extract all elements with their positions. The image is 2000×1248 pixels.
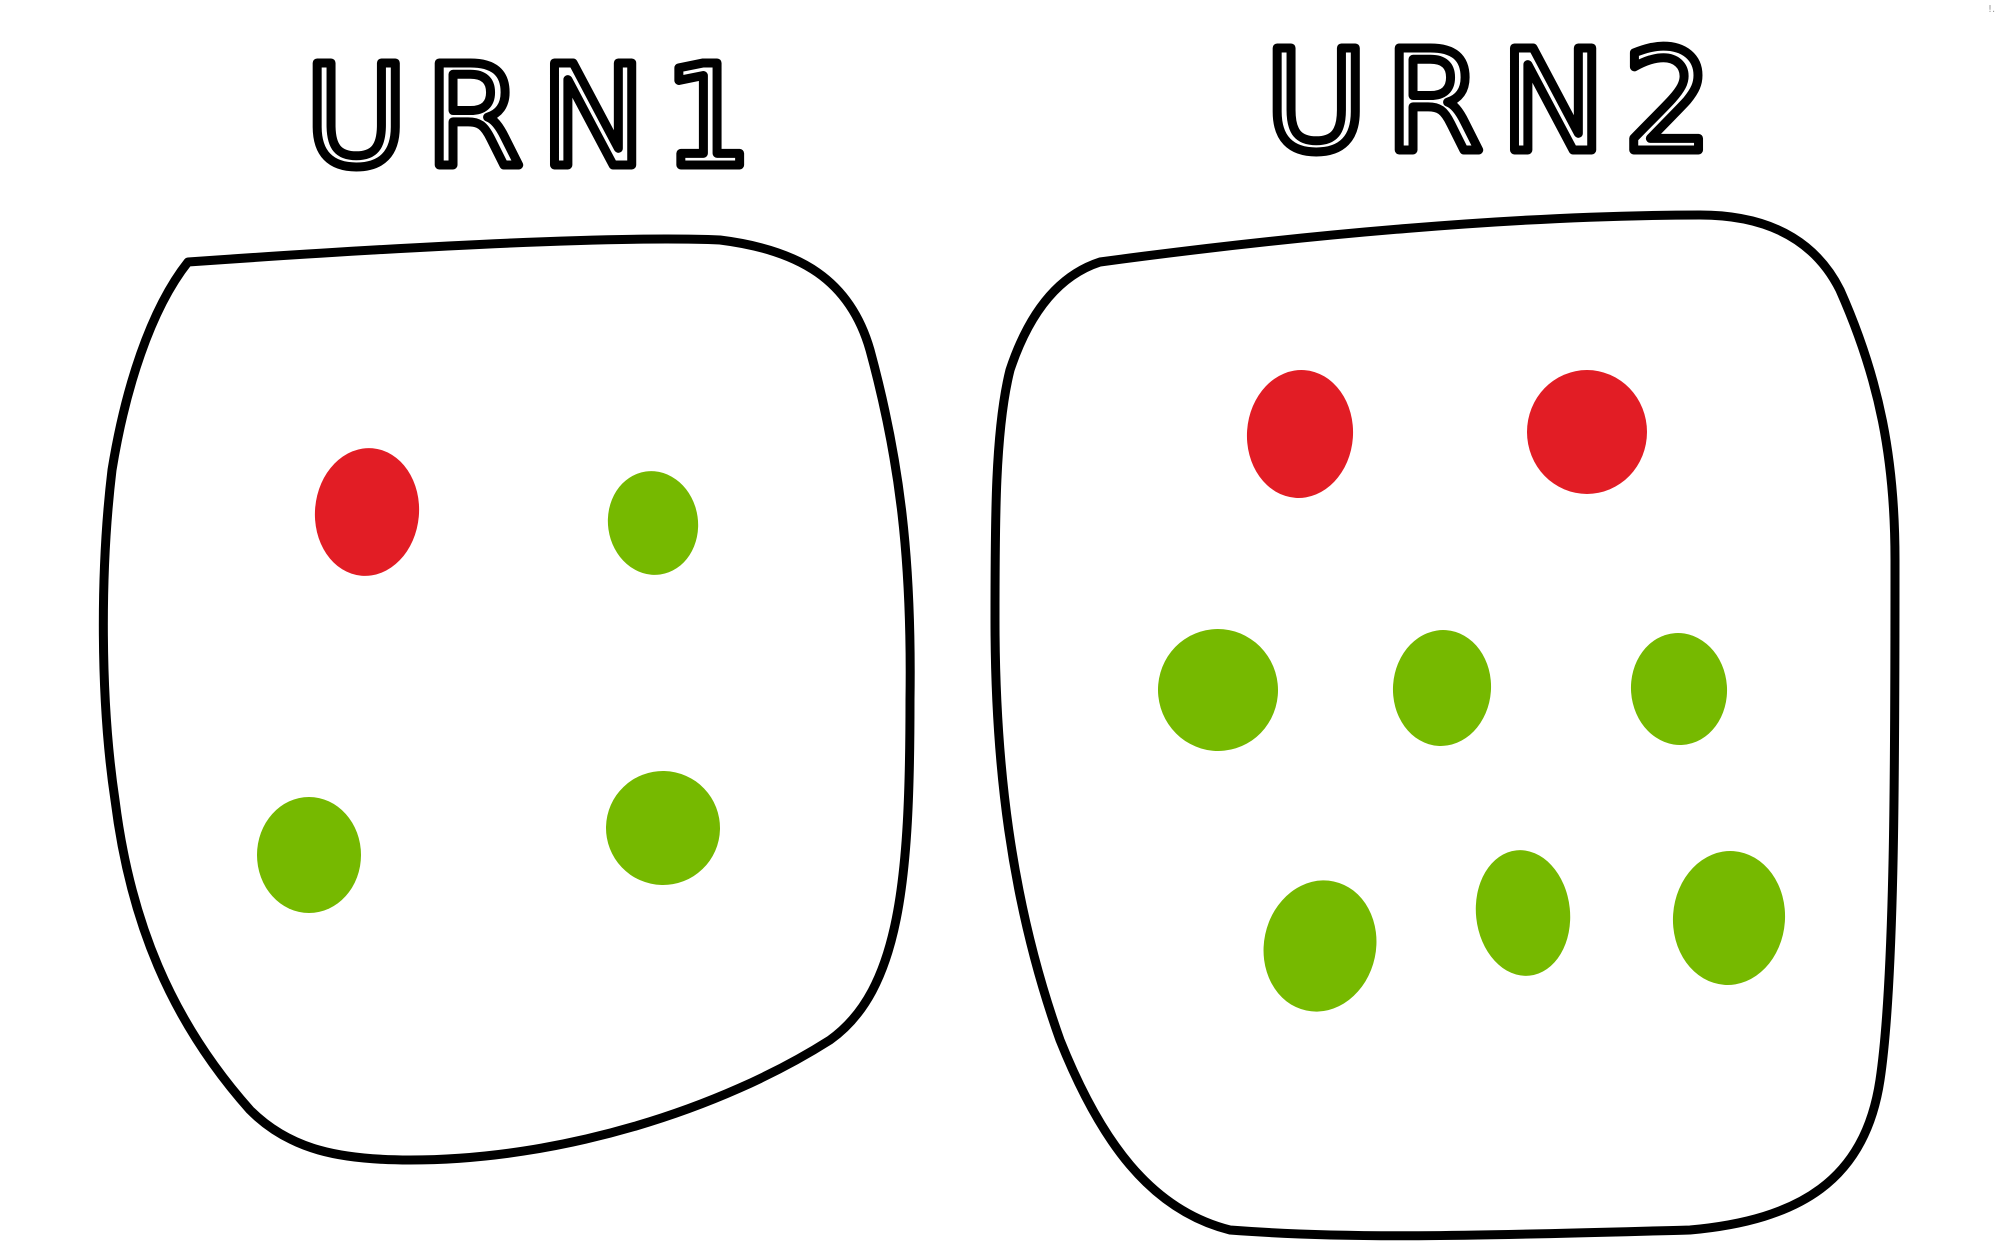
- urn-2-green-ball: [1157, 629, 1279, 751]
- urn-1-green-ball: [257, 797, 361, 913]
- urn-2-green-ball: [1630, 633, 1728, 745]
- corner-mark: !.: [1988, 4, 1995, 15]
- urn-2-green-ball: [1475, 850, 1571, 976]
- urn-2: URN2: [990, 17, 1900, 1241]
- urn-2-green-ball: [1392, 630, 1492, 746]
- urn-2-green-ball: [1263, 880, 1377, 1012]
- urn-1-green-ball: [607, 471, 699, 575]
- urn-1-label: URN1: [305, 36, 771, 199]
- urn-1-balls: [257, 448, 720, 913]
- urn-2-green-ball: [1672, 851, 1786, 985]
- urn-1-outline: [98, 234, 915, 1165]
- urn-2-label: URN2: [1265, 21, 1731, 184]
- urn-1-red-ball: [314, 448, 420, 576]
- urn-1-green-ball: [606, 771, 720, 885]
- urn-1: URN1: [98, 32, 915, 1165]
- urn-2-balls: [1157, 370, 1786, 1012]
- urn-2-red-ball: [1246, 370, 1354, 498]
- urn-2-red-ball: [1527, 370, 1647, 494]
